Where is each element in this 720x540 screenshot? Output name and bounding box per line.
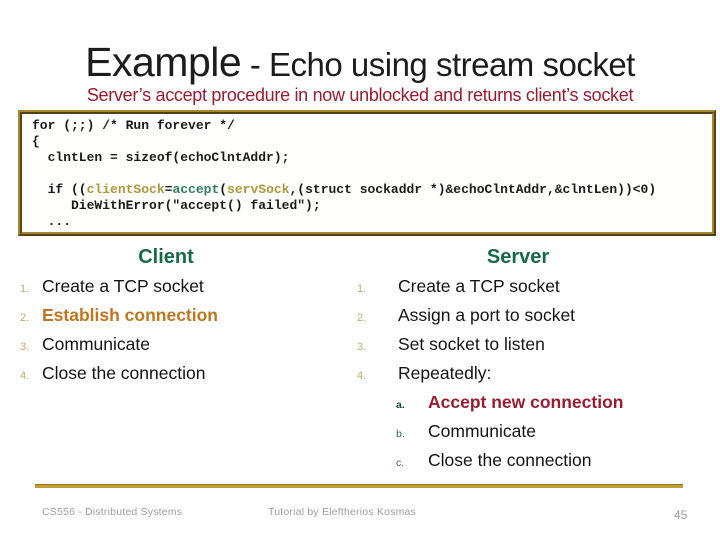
code-line: if ((clientSock=accept(servSock,(struct … bbox=[32, 182, 657, 197]
list-item-label: Establish connection bbox=[42, 305, 218, 325]
list-item-label: Repeatedly: bbox=[398, 363, 492, 383]
footer-credit-label: Tutorial by Eleftherios Kosmas bbox=[268, 506, 417, 518]
code-line: ... bbox=[32, 214, 72, 229]
list-item-label: Communicate bbox=[428, 421, 536, 441]
code-line: for (;;) /* Run forever */ bbox=[32, 118, 235, 133]
server-header: Server bbox=[486, 246, 550, 268]
footer-course-label: CS556 - Distributed Systems bbox=[42, 506, 183, 518]
client-list: 1. Create a TCP socket 2. Establish connect… bbox=[0, 276, 332, 392]
code-box: for (;;) /* Run forever */{ clntLen = si… bbox=[18, 110, 716, 236]
list-item: 1. Create a TCP socket bbox=[340, 276, 696, 305]
code-block: for (;;) /* Run forever */{ clntLen = si… bbox=[32, 118, 712, 230]
list-marker: 2. bbox=[20, 312, 30, 324]
title-main: Example bbox=[85, 39, 242, 85]
code-line: DieWithError("accept() failed"); bbox=[32, 198, 321, 213]
list-item: 2. Assign a port to socket bbox=[340, 305, 696, 334]
list-item-label: Close the connection bbox=[42, 363, 206, 383]
list-item: 2. Establish connection bbox=[0, 305, 332, 334]
list-item-label: Close the connection bbox=[428, 450, 592, 470]
list-item-label: Set socket to listen bbox=[398, 334, 545, 354]
footer-divider bbox=[35, 484, 683, 488]
list-item-label: Create a TCP socket bbox=[42, 276, 204, 296]
list-item: c. Close the connection bbox=[340, 450, 696, 479]
list-marker: 2. bbox=[357, 312, 367, 324]
server-sublist: a. Accept new connection b. Communicate c. Cl… bbox=[340, 392, 696, 479]
list-marker: a. bbox=[396, 399, 405, 411]
client-header: Client bbox=[138, 246, 194, 268]
server-list: 1. Create a TCP socket 2. Assign a port to … bbox=[340, 276, 696, 392]
page-number: 45 bbox=[674, 508, 688, 522]
list-marker: 3. bbox=[20, 341, 30, 353]
list-marker: b. bbox=[396, 428, 405, 440]
list-item: b. Communicate bbox=[340, 421, 696, 450]
client-section: Client 1. Create a TCP socket 2. Establish … bbox=[0, 246, 332, 392]
code-line bbox=[32, 166, 712, 182]
list-marker: 4. bbox=[357, 370, 367, 382]
list-item: 1. Create a TCP socket bbox=[0, 276, 332, 305]
list-item: a. Accept new connection bbox=[340, 392, 696, 421]
list-item: 4. Close the connection bbox=[0, 363, 332, 392]
slide-subtitle: Server’s accept procedure in now unblock… bbox=[86, 85, 634, 105]
code-line: { bbox=[32, 134, 40, 149]
page-title: Example - Echo using stream socket bbox=[0, 38, 720, 89]
server-section: Server 1. Create a TCP socket 2. Assign a p… bbox=[340, 246, 696, 479]
list-marker: 1. bbox=[357, 283, 367, 295]
list-marker: 4. bbox=[20, 370, 30, 382]
list-marker: 3. bbox=[357, 341, 367, 353]
list-item-label: Assign a port to socket bbox=[398, 305, 576, 325]
list-marker: 1. bbox=[20, 283, 30, 295]
list-item-label: Create a TCP socket bbox=[398, 276, 560, 296]
list-item: 3. Set socket to listen bbox=[340, 334, 696, 363]
list-item: 3. Communicate bbox=[0, 334, 332, 363]
list-marker: c. bbox=[396, 457, 405, 469]
list-item: 4. Repeatedly: bbox=[340, 363, 696, 392]
title-rest: - Echo using stream socket bbox=[241, 46, 636, 83]
list-item-label: Communicate bbox=[42, 334, 150, 354]
list-item-label: Accept new connection bbox=[428, 392, 624, 412]
code-line: clntLen = sizeof(echoClntAddr); bbox=[32, 150, 290, 165]
